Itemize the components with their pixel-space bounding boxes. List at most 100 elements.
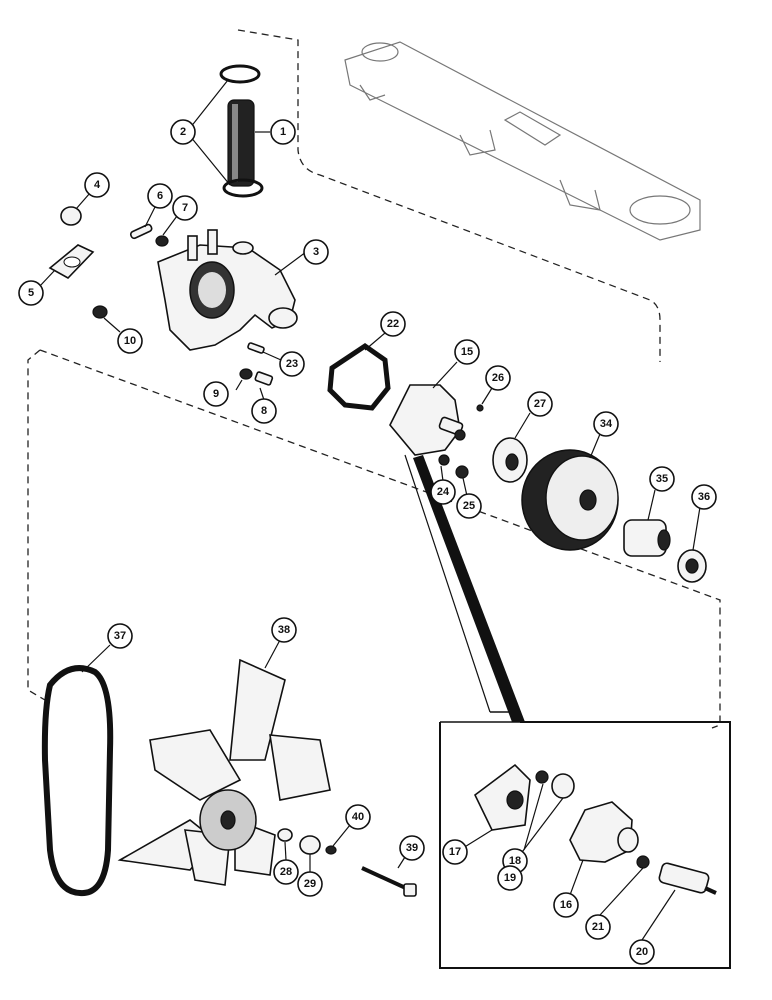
- water-manifold-outline: [344, 41, 701, 241]
- svg-text:16: 16: [560, 899, 572, 911]
- water-pump-assembly: [389, 384, 466, 456]
- bolt-small: [254, 371, 274, 386]
- callout-6: 6: [147, 183, 173, 209]
- callout-27: 27: [527, 391, 553, 417]
- key-part: [476, 404, 484, 412]
- svg-text:15: 15: [461, 346, 473, 358]
- callout-3: 3: [303, 239, 329, 265]
- stud-part: [129, 223, 153, 240]
- pump-gasket: [327, 342, 391, 411]
- svg-text:26: 26: [492, 372, 504, 384]
- svg-text:39: 39: [406, 842, 418, 854]
- spacer-part: [623, 519, 671, 557]
- thermostat-housing: [157, 229, 298, 351]
- svg-text:17: 17: [449, 846, 461, 858]
- impeller-part: [473, 763, 531, 831]
- callout-35: 35: [649, 466, 675, 492]
- callout-10: 10: [117, 328, 143, 354]
- washer-small: [239, 368, 253, 380]
- svg-text:19: 19: [504, 872, 516, 884]
- fan-washer: [325, 845, 337, 855]
- svg-text:27: 27: [534, 398, 546, 410]
- svg-text:3: 3: [313, 246, 319, 258]
- hose-clamp-upper: [219, 64, 261, 84]
- callout-20: 20: [629, 939, 655, 965]
- callout-15: 15: [454, 339, 480, 365]
- callout-5: 5: [18, 280, 44, 306]
- callout-38: 38: [271, 617, 297, 643]
- retainer-part: [677, 549, 707, 583]
- plug-small: [92, 305, 108, 319]
- nut-part: [455, 465, 469, 479]
- callout-23: 23: [279, 351, 305, 377]
- fan-belt: [41, 665, 114, 897]
- callout-7: 7: [172, 195, 198, 221]
- svg-text:37: 37: [114, 630, 126, 642]
- callout-16: 16: [553, 892, 579, 918]
- svg-text:5: 5: [28, 287, 34, 299]
- callout-8: 8: [251, 398, 277, 424]
- pump-shaft: [658, 862, 717, 895]
- callout-17: 17: [442, 839, 468, 865]
- callout-24: 24: [430, 479, 456, 505]
- gasket-small: [48, 244, 95, 279]
- svg-text:1: 1: [280, 126, 286, 138]
- svg-text:2: 2: [180, 126, 186, 138]
- svg-text:4: 4: [94, 179, 101, 191]
- callout-2: 2: [170, 119, 196, 145]
- svg-text:22: 22: [387, 318, 399, 330]
- cooling-fan: [117, 658, 331, 886]
- svg-text:10: 10: [124, 335, 136, 347]
- callout-28: 28: [273, 859, 299, 885]
- pump-hub: [492, 437, 528, 483]
- svg-text:40: 40: [352, 811, 364, 823]
- manifold-group-outline: [237, 29, 661, 362]
- svg-text:28: 28: [280, 866, 292, 878]
- svg-text:7: 7: [182, 202, 188, 214]
- drive-group-outline: [27, 349, 721, 729]
- svg-text:21: 21: [592, 921, 604, 933]
- svg-text:9: 9: [213, 388, 219, 400]
- pump-seal: [551, 773, 575, 799]
- callout-22: 22: [380, 311, 406, 337]
- callout-26: 26: [485, 365, 511, 391]
- plug-part: [60, 206, 82, 226]
- lockwasher-part: [277, 828, 293, 842]
- nut-small: [155, 235, 169, 247]
- washer-part: [438, 454, 450, 466]
- callout-34: 34: [593, 411, 619, 437]
- svg-text:20: 20: [636, 946, 648, 958]
- seal-washer: [535, 770, 549, 784]
- hose-clamp-lower: [222, 178, 264, 198]
- fan-nut: [299, 835, 321, 855]
- callout-4: 4: [84, 172, 110, 198]
- callout-39: 39: [399, 835, 425, 861]
- bearing-washer: [636, 855, 650, 869]
- svg-text:38: 38: [278, 624, 290, 636]
- callout-25: 25: [456, 493, 482, 519]
- svg-text:35: 35: [656, 473, 668, 485]
- long-bolt: [361, 866, 417, 897]
- hose-part: [227, 99, 255, 187]
- svg-text:23: 23: [286, 358, 298, 370]
- callout-19: 19: [497, 865, 523, 891]
- callout-29: 29: [297, 871, 323, 897]
- inset-detail-box: [404, 454, 731, 969]
- svg-text:6: 6: [157, 190, 163, 202]
- svg-text:18: 18: [509, 855, 521, 867]
- svg-text:29: 29: [304, 878, 316, 890]
- callout-36: 36: [691, 484, 717, 510]
- svg-text:24: 24: [437, 486, 450, 498]
- callout-37: 37: [107, 623, 133, 649]
- callout-1: 1: [270, 119, 296, 145]
- callout-9: 9: [203, 381, 229, 407]
- fan-pulley: [521, 449, 619, 551]
- pump-body-inset: [569, 801, 639, 863]
- pin-part: [247, 342, 265, 354]
- svg-text:34: 34: [600, 418, 613, 430]
- svg-text:36: 36: [698, 491, 710, 503]
- callout-40: 40: [345, 804, 371, 830]
- callout-21: 21: [585, 914, 611, 940]
- svg-text:8: 8: [261, 405, 267, 417]
